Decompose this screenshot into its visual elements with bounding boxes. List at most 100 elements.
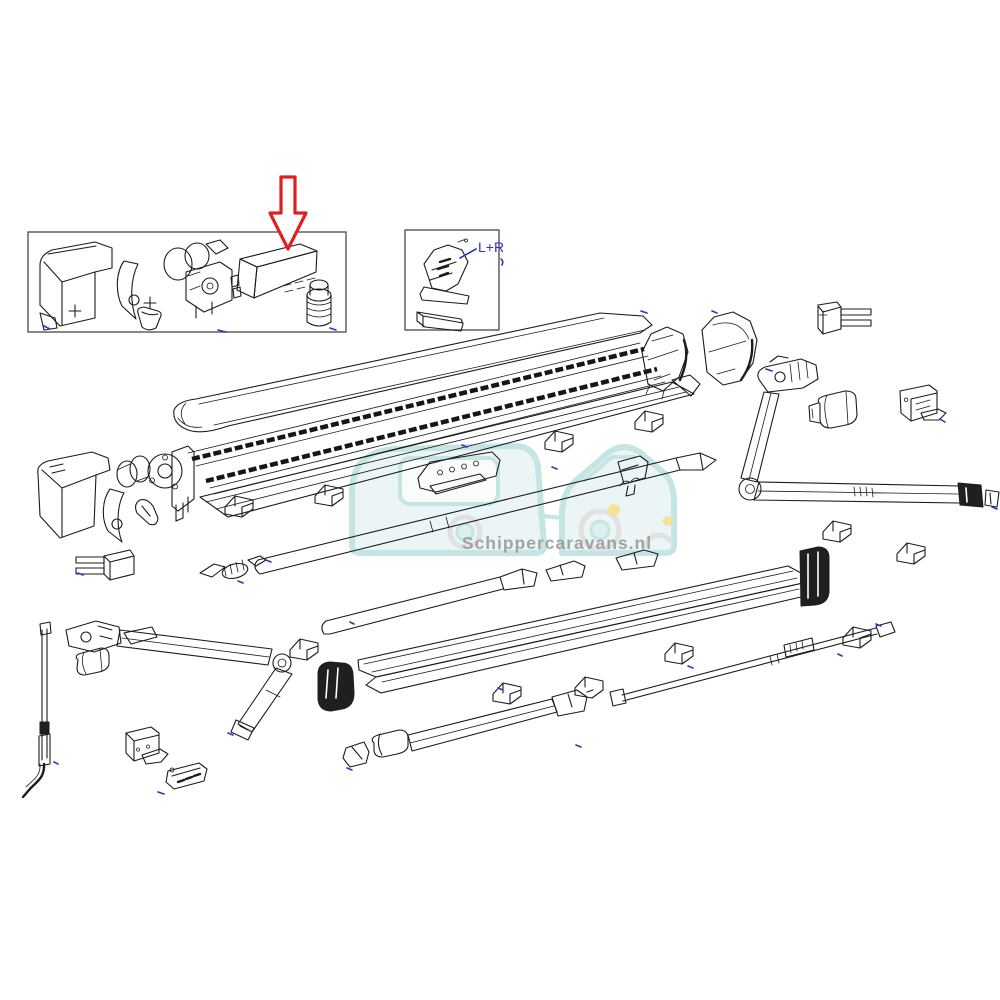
support-cylinder-body [75, 647, 110, 676]
watermark-logo [349, 443, 677, 556]
cylinder-details [811, 391, 849, 428]
strip-dark-bands [191, 346, 658, 484]
watermark-headlight-1 [608, 504, 620, 516]
rail-bracket [574, 676, 604, 699]
tension-bracket [342, 741, 370, 768]
adapter-mid [306, 288, 332, 302]
clip-7 [896, 542, 926, 565]
lead-rail-bottom [365, 582, 804, 694]
left-arm-head-hub [80, 631, 92, 643]
left-arm-tube [116, 629, 273, 666]
lead-rail-cap-right-slits [807, 551, 819, 599]
shell2-dark-edge [739, 338, 754, 382]
case-top-outline [173, 312, 653, 433]
motor-drum-1 [163, 247, 193, 281]
inset2-bracket-hatch [436, 257, 452, 278]
inset-box-2: L+R [404, 229, 504, 332]
latch-piece [134, 499, 159, 526]
clip-6 [822, 520, 852, 543]
tension-rafter [342, 689, 594, 768]
motor-details [187, 271, 201, 291]
watermark-caravan-wheel [447, 514, 483, 550]
worm-gear [221, 562, 249, 580]
lead-rail-ridges [363, 570, 800, 683]
crank-pole [21, 621, 52, 799]
control-unit-top [239, 243, 318, 268]
inset1-end-cap [39, 241, 113, 327]
flat-bracket-left [165, 762, 208, 790]
gear-holes [149, 454, 178, 490]
spring-bracket-mid [617, 455, 649, 497]
clip-4 [664, 642, 694, 665]
arm-shoulder [757, 355, 819, 393]
inset2-screw [457, 238, 468, 243]
arm-end-piece [984, 489, 1000, 508]
rafter-fitting-3 [615, 549, 659, 571]
watermark-headlight-2 [663, 516, 673, 526]
inset1-plus-1 [68, 304, 82, 318]
left-arm-head [65, 620, 158, 653]
rod-ticks [769, 640, 804, 666]
tension-tube [407, 698, 558, 752]
arm-upper-tube [740, 391, 780, 483]
flat-bracket-hatch [176, 772, 202, 784]
cylinder-body [808, 390, 858, 429]
gear-flange [147, 453, 183, 489]
pole-cap [39, 621, 52, 636]
square-bracket-hatch [903, 397, 931, 411]
pole-hook-inner [25, 763, 41, 788]
shell1-details [645, 334, 679, 400]
gear-hub [157, 463, 173, 479]
spring-bracket-shapes [617, 455, 649, 497]
top-bracket-cross [818, 310, 828, 320]
shell2-outline [701, 311, 758, 386]
shell1-dark-edge [678, 338, 688, 382]
roller-tube [254, 452, 717, 575]
tube-cone-end [675, 452, 717, 471]
bracket-plate-holes [437, 460, 479, 476]
adapter-ribs [306, 301, 332, 318]
watermark-car-wheel [578, 508, 622, 552]
left-end-cap-assembly [37, 445, 195, 543]
flat-bracket-hole [169, 767, 175, 773]
control-unit-side [253, 250, 318, 299]
inset1-control-unit [230, 243, 318, 299]
motor-shaft [206, 282, 214, 290]
inset2-channel-strip [416, 311, 464, 332]
left-arm-elbow [272, 653, 292, 673]
cylinder-part-right [808, 390, 858, 429]
left-arm-tube-ridge [121, 637, 270, 658]
tube-lines [254, 457, 681, 575]
motor-drum-2 [184, 242, 210, 270]
pole-hook [21, 762, 46, 799]
disc-links [116, 463, 151, 482]
arm-end-fitting [957, 482, 984, 508]
support-rod [609, 621, 896, 707]
inset2-blue-tick [500, 258, 504, 266]
clip-1 [224, 495, 254, 518]
square-bracket-right [899, 384, 947, 422]
clip-3 [492, 682, 522, 705]
case-bottom-profile [199, 374, 701, 518]
curved-bracket [102, 488, 125, 543]
control-unit-tabs [230, 274, 242, 299]
square-bracket-outline [899, 384, 947, 422]
inset1-tube-adapter [306, 279, 332, 327]
clip-8 [289, 638, 319, 661]
arm-lower-ridge [757, 486, 959, 498]
spring-arm-left [65, 620, 293, 741]
case-top-details [177, 317, 646, 428]
rafter-fitting-1 [499, 568, 538, 591]
strip-guides [187, 342, 666, 495]
inset-box-1 [27, 231, 347, 333]
motor-body [185, 239, 233, 319]
clamp-mid [544, 430, 574, 453]
left-arm-end [230, 719, 255, 741]
inset1-cone [137, 306, 162, 331]
bracket-mid [634, 410, 664, 433]
pole-lines [41, 628, 48, 761]
adapter-neck [309, 284, 329, 296]
support-cylinder-details [82, 648, 103, 675]
spring-disc-2 [129, 455, 151, 483]
